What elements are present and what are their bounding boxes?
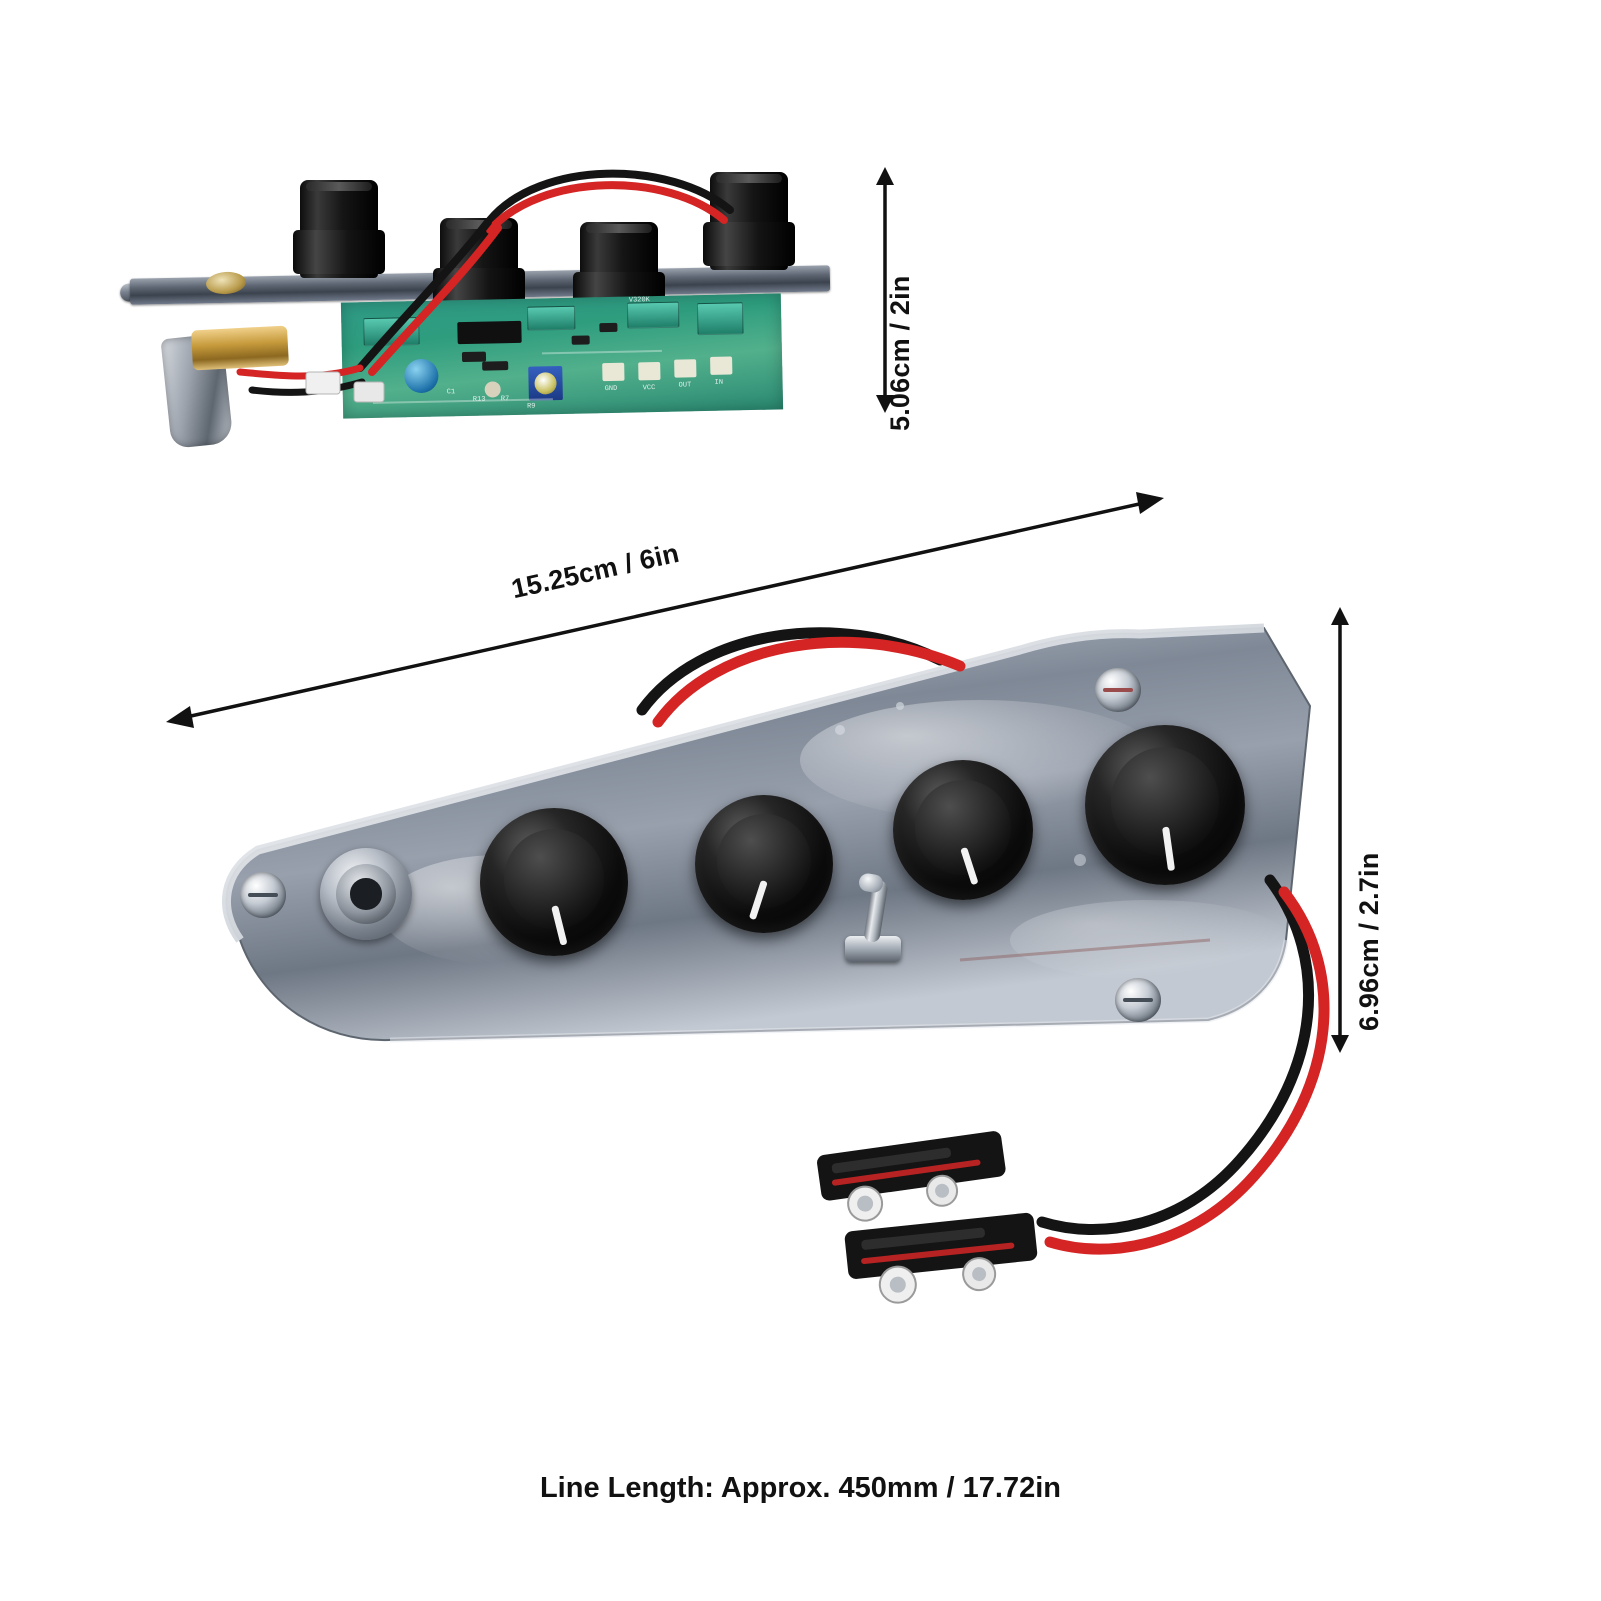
preamp-side-view-assembly: V320K C1 R13 R7 R9 GND VCC OUT IN [110, 150, 870, 460]
plate-screw-top-right [1095, 668, 1141, 712]
main-height-label: 6.96cm / 2.7in [1354, 852, 1384, 1031]
battery-clip-2 [844, 1212, 1038, 1304]
plate-screw-left [240, 872, 286, 918]
knob-side-4 [703, 172, 795, 270]
knob-side-1 [293, 180, 385, 278]
knob-blend[interactable] [695, 795, 833, 933]
control-plate-assembly [180, 600, 1360, 1360]
knob-treble[interactable] [893, 760, 1033, 900]
knob-bass[interactable] [1085, 725, 1245, 885]
output-jack[interactable] [320, 848, 412, 940]
main-height-arrow [1331, 607, 1349, 1053]
wire-harness-main [636, 627, 1330, 1304]
plate-screw-bottom-right [1115, 978, 1161, 1022]
top-height-label: 5.06cm / 2in [885, 275, 915, 432]
battery-clip-1 [817, 1131, 1006, 1222]
knob-volume[interactable] [480, 808, 628, 956]
top-height-arrow [876, 167, 894, 413]
main-length-arrow [166, 492, 1164, 728]
wire-harness-top [236, 169, 734, 403]
line-length-caption: Line Length: Approx. 450mm / 17.72in [539, 1472, 1062, 1504]
